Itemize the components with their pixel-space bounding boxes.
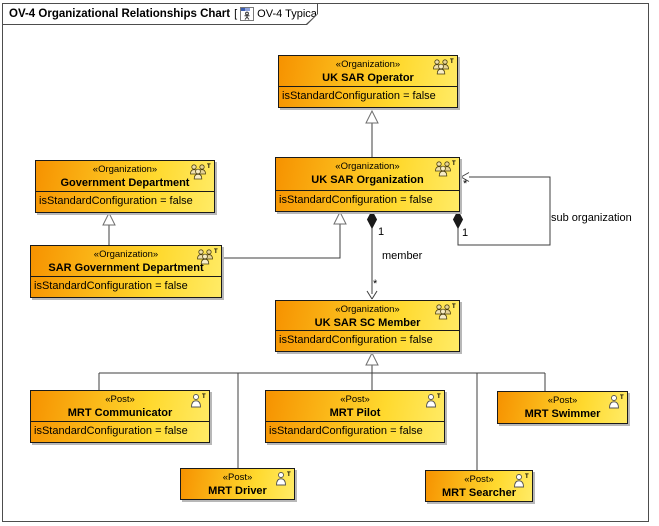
post-person-icon: T: [426, 394, 441, 408]
stereotype-label: «Post»: [105, 394, 135, 405]
node-attribute: isStandardConfiguration = false: [269, 425, 423, 437]
diagram-context: OV-4 Typical: [257, 8, 320, 20]
node-name: SAR Government Department: [48, 262, 204, 274]
svg-text:T: T: [452, 304, 456, 310]
diagram-frame: [2, 3, 649, 522]
multiplicity-label[interactable]: *: [373, 278, 378, 290]
node-name: MRT Communicator: [67, 407, 173, 419]
svg-text:T: T: [450, 59, 454, 65]
node-name: UK SAR SC Member: [314, 317, 421, 329]
node-attribute: isStandardConfiguration = false: [34, 280, 188, 292]
post-person-icon: T: [514, 474, 529, 488]
stereotype-label: «Organization»: [335, 161, 400, 172]
node-attribute: isStandardConfiguration = false: [279, 194, 433, 206]
node-attribute: isStandardConfiguration = false: [34, 425, 188, 437]
node-mrt-driver[interactable]: «Post» MRT Driver T: [180, 468, 295, 500]
node-mrt-searcher[interactable]: «Post» MRT Searcher T: [425, 470, 533, 502]
multiplicity-label[interactable]: *: [463, 178, 468, 190]
ov4-diagram-icon: [240, 7, 254, 21]
node-name: MRT Searcher: [442, 487, 516, 499]
node-name: UK SAR Operator: [322, 72, 414, 84]
node-uk-sar-organization[interactable]: «Organization» UK SAR Organization T isS…: [275, 157, 460, 212]
stereotype-label: «Organization»: [93, 249, 159, 260]
diagram-tab: OV-4 Organizational Relationships Chart …: [2, 3, 318, 25]
stereotype-label: «Post»: [222, 472, 253, 483]
stereotype-label: «Organization»: [335, 59, 401, 70]
node-attribute: isStandardConfiguration = false: [39, 195, 193, 207]
svg-text:T: T: [437, 394, 441, 400]
multiplicity-label[interactable]: 1: [378, 226, 385, 238]
stereotype-label: «Post»: [340, 394, 370, 405]
diagram-title: OV-4 Organizational Relationships Chart: [9, 8, 231, 20]
svg-text:T: T: [287, 472, 291, 478]
node-mrt-communicator[interactable]: «Post» MRT Communicator T isStandardConf…: [30, 390, 210, 443]
node-sar-government-department[interactable]: «Organization» SAR Government Department…: [30, 245, 222, 298]
svg-text:T: T: [202, 394, 206, 400]
bracket-open: [: [234, 8, 238, 20]
node-name: MRT Pilot: [329, 407, 381, 419]
stereotype-label: «Post»: [547, 395, 578, 406]
post-person-icon: T: [276, 472, 291, 486]
node-name: MRT Driver: [208, 485, 267, 497]
role-label-suborganization[interactable]: sub organization: [551, 212, 632, 224]
svg-text:T: T: [525, 474, 529, 480]
svg-text:T: T: [620, 395, 624, 401]
post-person-icon: T: [609, 395, 624, 409]
stereotype-label: «Organization»: [335, 304, 400, 315]
node-uk-sar-operator[interactable]: «Organization» UK SAR Operator T isStand…: [278, 55, 458, 108]
organization-group-icon: T: [190, 164, 211, 180]
organization-group-icon: T: [433, 59, 454, 75]
svg-text:T: T: [214, 249, 218, 255]
stereotype-label: «Post»: [464, 474, 494, 485]
multiplicity-label[interactable]: 1: [462, 227, 469, 239]
node-attribute: isStandardConfiguration = false: [279, 334, 433, 346]
node-name: Government Department: [60, 177, 190, 189]
node-uk-sar-sc-member[interactable]: «Organization» UK SAR SC Member T isStan…: [275, 300, 460, 352]
svg-text:T: T: [452, 161, 456, 167]
node-attribute: isStandardConfiguration = false: [282, 90, 436, 102]
node-name: MRT Swimmer: [524, 408, 601, 420]
organization-group-icon: T: [197, 249, 218, 265]
post-person-icon: T: [191, 394, 206, 408]
svg-text:T: T: [207, 164, 211, 170]
node-government-department[interactable]: «Organization» Government Department T i…: [35, 160, 215, 213]
node-name: UK SAR Organization: [311, 174, 424, 186]
organization-group-icon: T: [435, 161, 456, 177]
role-label-member[interactable]: member: [382, 250, 423, 262]
node-mrt-pilot[interactable]: «Post» MRT Pilot T isStandardConfigurati…: [265, 390, 445, 443]
organization-group-icon: T: [435, 304, 456, 320]
node-mrt-swimmer[interactable]: «Post» MRT Swimmer T: [497, 391, 628, 424]
stereotype-label: «Organization»: [92, 164, 158, 175]
